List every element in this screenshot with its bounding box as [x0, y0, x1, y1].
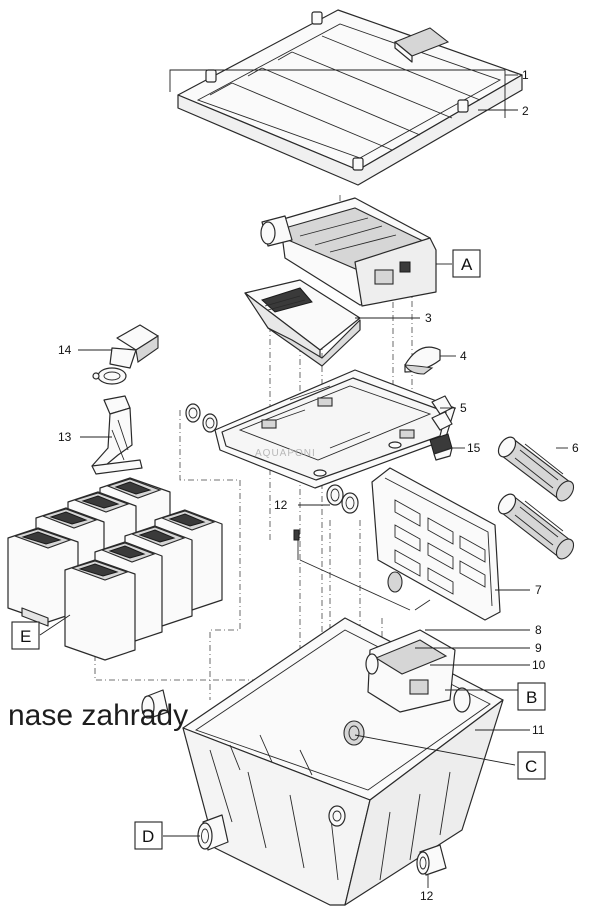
module-a-unit	[260, 197, 437, 307]
label-c: C	[517, 751, 546, 780]
label-e: E	[11, 621, 40, 650]
callout-10: 10	[532, 658, 546, 672]
svg-text:C: C	[525, 757, 537, 776]
callout-numbers: 1 2 3 4 5 6 7 8 9 10 11 12 12 13 14 15	[58, 68, 579, 903]
svg-text:A: A	[461, 255, 473, 274]
filter-basket	[244, 279, 361, 367]
callout-4: 4	[460, 349, 467, 363]
label-d: D	[134, 821, 163, 850]
label-b: B	[517, 682, 546, 711]
foam-roll-bottom	[497, 493, 575, 560]
svg-text:E: E	[20, 627, 31, 646]
clip-15	[429, 433, 453, 461]
watermark-faint: AQUAPONI	[255, 448, 316, 459]
callout-5: 5	[460, 401, 467, 415]
callout-6: 6	[572, 441, 579, 455]
callout-12-upper: 12	[274, 498, 288, 512]
module-b-unit	[365, 629, 471, 713]
svg-text:D: D	[142, 827, 154, 846]
callout-15: 15	[467, 441, 481, 455]
bracket	[91, 395, 143, 475]
seal-rings-left	[185, 403, 218, 433]
foam-roll-top	[497, 436, 575, 502]
callout-14: 14	[58, 343, 72, 357]
wire-parts	[293, 529, 431, 611]
callout-8: 8	[535, 623, 542, 637]
connector-12-upper	[326, 484, 359, 514]
watermark-logo: nase zahrady	[8, 699, 188, 732]
label-a: A	[452, 249, 481, 278]
leader-lines	[39, 69, 568, 888]
callout-12-lower: 12	[420, 889, 434, 903]
callout-7: 7	[535, 583, 542, 597]
filter-container	[182, 617, 504, 906]
base-frame	[214, 369, 456, 489]
callout-11: 11	[532, 723, 545, 737]
clamp-handle	[92, 324, 159, 385]
callout-9: 9	[535, 641, 542, 655]
svg-text:B: B	[526, 688, 537, 707]
knob	[404, 346, 441, 375]
filter-cartridges-e	[7, 477, 223, 661]
callout-1: 1	[522, 68, 529, 82]
callout-13: 13	[58, 430, 72, 444]
lid	[177, 9, 523, 186]
outlet-d	[141, 689, 229, 851]
connector-12-lower	[416, 844, 447, 876]
callout-3: 3	[425, 311, 432, 325]
callout-2: 2	[522, 104, 529, 118]
